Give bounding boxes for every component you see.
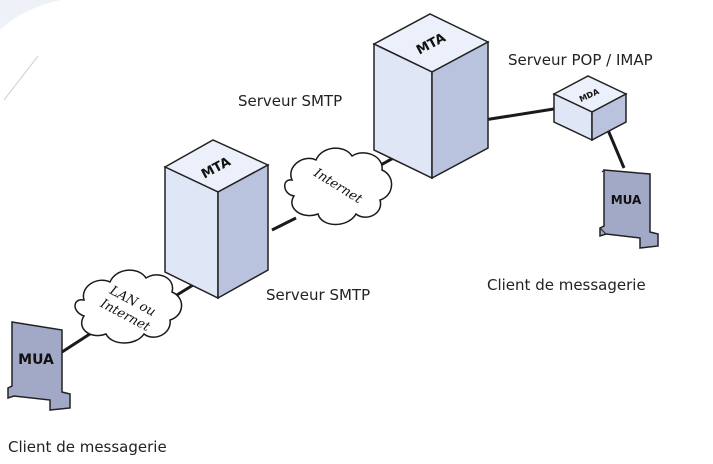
- label-smtp-server-bottom: Serveur SMTP: [266, 286, 370, 304]
- mua-client-right: MUA: [599, 169, 659, 249]
- corner-decoration: [0, 0, 60, 101]
- label-smtp-server-top: Serveur SMTP: [238, 92, 342, 110]
- link-mta-left-internet: [271, 216, 297, 232]
- cloud-internet: Internet: [284, 147, 393, 226]
- label-client-left: Client de messagerie: [8, 438, 167, 456]
- mta-server-left: MTA: [163, 139, 270, 300]
- label-pop-imap-server: Serveur POP / IMAP: [508, 51, 653, 69]
- cloud-lan-internet: LAN ou Internet: [74, 269, 183, 344]
- mua-left-label: MUA: [18, 352, 54, 368]
- mta-server-right: MTA: [372, 13, 490, 180]
- mua-client-left: MUA: [7, 321, 71, 411]
- link-mda-mua-right: [606, 129, 626, 169]
- mda-server: MDA: [552, 75, 628, 142]
- link-mta-right-mda: [483, 106, 561, 122]
- mua-right-label: MUA: [611, 193, 642, 207]
- label-client-right: Client de messagerie: [487, 276, 646, 294]
